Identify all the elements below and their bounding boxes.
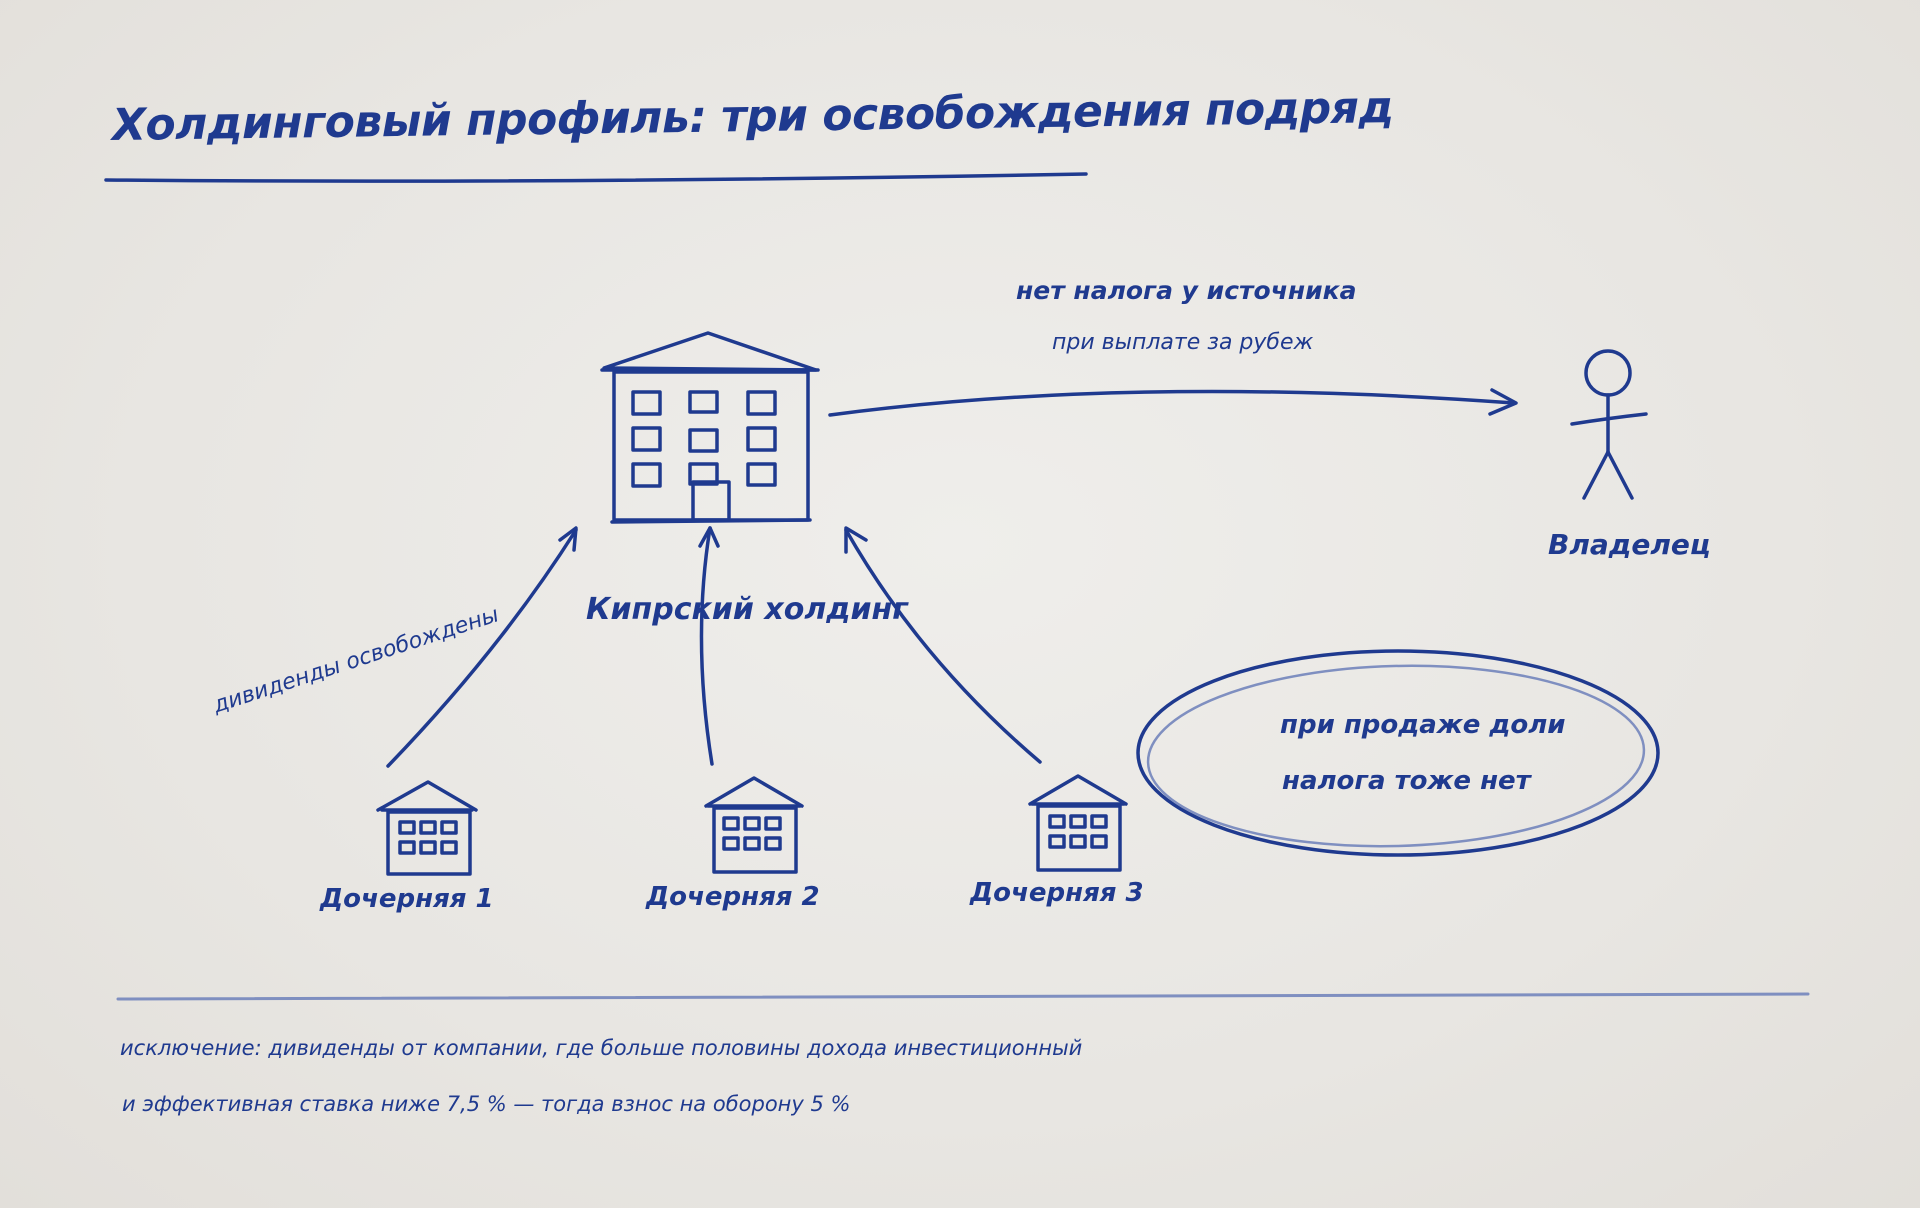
- payout-note: нет налога у источника: [1016, 276, 1357, 305]
- subsidiary-3-building-icon: [1028, 774, 1128, 872]
- dividend-arrow-2: [698, 526, 720, 766]
- holding-label: Кипрский холдинг: [586, 592, 908, 627]
- owner-person-icon: [1570, 349, 1648, 500]
- sale-note-ellipse: [1136, 649, 1660, 857]
- dividend-arrow-3: [844, 526, 1042, 764]
- holding-building-icon: [600, 331, 820, 524]
- title-underline: [104, 172, 1088, 183]
- subsidiary-1-label: Дочерняя 1: [320, 884, 494, 914]
- subsidiary-1-building-icon: [376, 780, 478, 876]
- footnote-line-1: исключение: дивиденды от компании, где б…: [120, 1036, 1083, 1060]
- subsidiary-2-building-icon: [704, 776, 804, 874]
- footnote-line-2: и эффективная ставка ниже 7,5 % — тогда …: [122, 1092, 851, 1116]
- sale-note-line-1: при продаже доли: [1280, 710, 1566, 740]
- footer-divider: [116, 992, 1810, 1001]
- payout-arrow: [828, 388, 1518, 417]
- owner-label: Владелец: [1548, 528, 1711, 561]
- dividend-arrow-1: [386, 526, 578, 768]
- subsidiary-3-label: Дочерняя 3: [970, 878, 1144, 908]
- payout-subnote: при выплате за рубеж: [1052, 330, 1314, 355]
- sale-note-line-2: налога тоже нет: [1282, 766, 1531, 796]
- subsidiary-2-label: Дочерняя 2: [646, 882, 820, 912]
